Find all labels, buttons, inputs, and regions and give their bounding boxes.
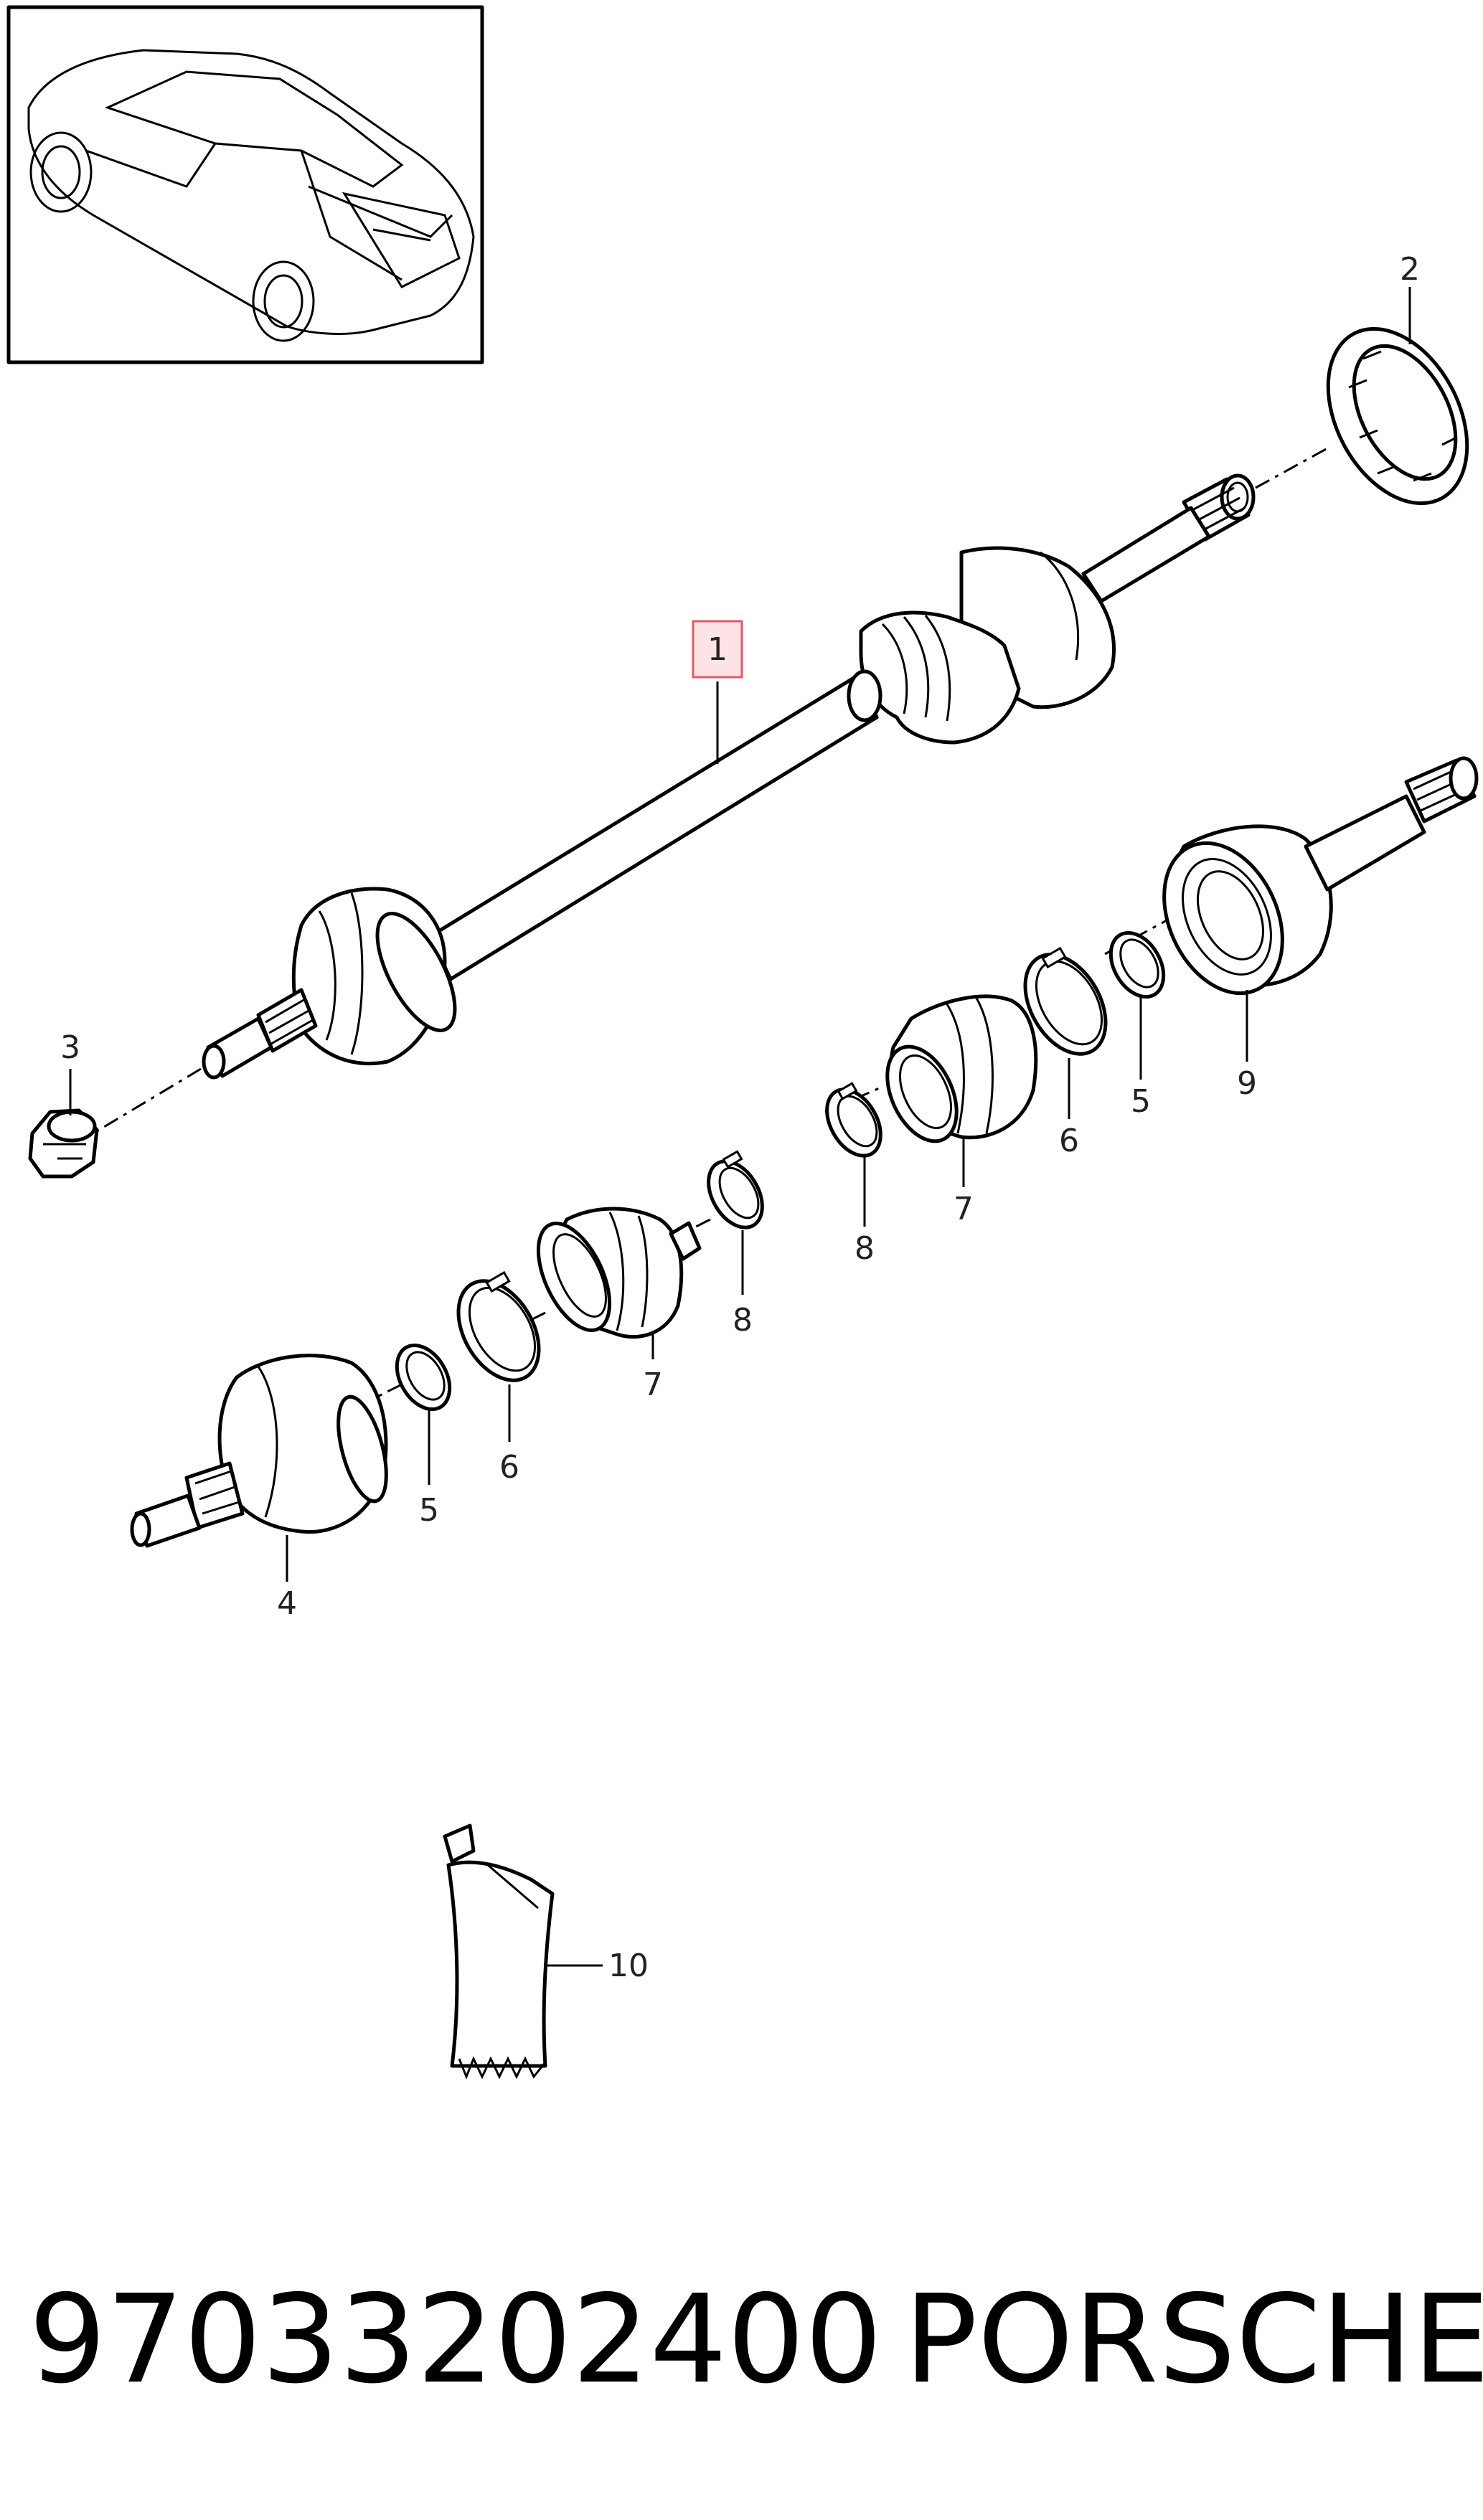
car-sketch-icon [27, 49, 475, 342]
footer: 97033202400 PORSCHE [29, 2269, 1483, 2411]
vehicle-thumbnail [6, 5, 484, 364]
part-5-circlip-right [1108, 930, 1166, 999]
callout-7-right[interactable]: 7 [954, 1191, 974, 1227]
part-4-outer-cv-joint [130, 1354, 388, 1548]
callout-numbers: 1 2 3 4 5 6 7 8 8 7 6 5 9 10 [60, 251, 1420, 1984]
callout-5-right[interactable]: 5 [1131, 1083, 1151, 1120]
callout-6-left[interactable]: 6 [499, 1449, 519, 1486]
callout-9[interactable]: 9 [1237, 1065, 1257, 1102]
part-9-inner-joint [1162, 756, 1479, 996]
part-number: 97033202400 [29, 2269, 882, 2411]
part-6-clamp-right [1023, 946, 1108, 1056]
callout-4[interactable]: 4 [277, 1585, 297, 1622]
part-8-clamp-right [825, 1082, 882, 1158]
assembly-axes [93, 447, 1328, 1400]
callout-8-left[interactable]: 8 [733, 1302, 753, 1339]
brand-name: PORSCHE [904, 2269, 1483, 2411]
callout-10[interactable]: 10 [608, 1948, 649, 1984]
callout-1[interactable]: 1 [707, 631, 728, 668]
part-2-ring [1326, 326, 1469, 506]
part-10-grease-tube [443, 1823, 555, 2080]
part-8-clamp-left [707, 1150, 764, 1230]
part-7-boot-right [885, 994, 1038, 1143]
part-3-nut [28, 1108, 99, 1179]
callout-8-right[interactable]: 8 [855, 1230, 875, 1267]
callout-5-left[interactable]: 5 [419, 1492, 439, 1529]
part-5-circlip-left [395, 1343, 452, 1412]
part-6-clamp-left [456, 1270, 541, 1382]
callout-2[interactable]: 2 [1400, 251, 1420, 288]
drive-shaft-assembly [202, 473, 1256, 1080]
callout-7-left[interactable]: 7 [643, 1367, 663, 1403]
part-7-boot-left [536, 1207, 702, 1339]
leader-lines [69, 287, 1411, 1967]
callout-1-highlight [692, 620, 743, 679]
callout-6-right[interactable]: 6 [1059, 1123, 1079, 1159]
callout-3[interactable]: 3 [60, 1029, 80, 1066]
